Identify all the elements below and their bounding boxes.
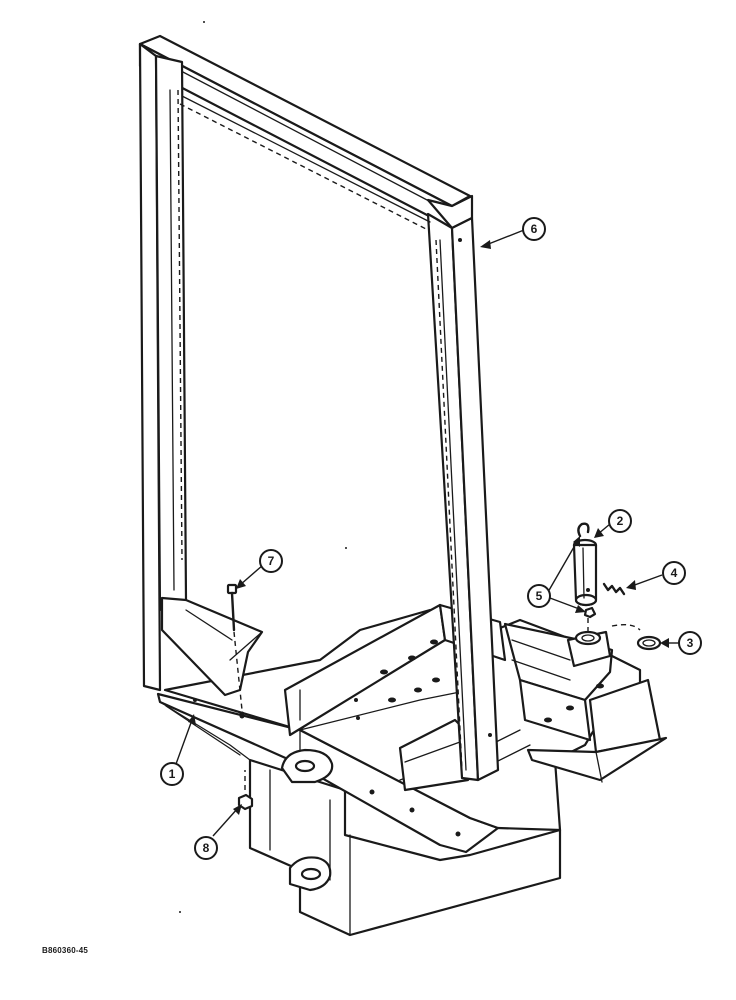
spring-4 xyxy=(602,582,626,596)
callout-label: 4 xyxy=(671,566,678,580)
callout-5: 5 xyxy=(527,584,551,608)
callout-7: 7 xyxy=(259,549,283,573)
callout-3: 3 xyxy=(678,631,702,655)
callout-label: 6 xyxy=(531,222,538,236)
callout-1: 1 xyxy=(160,762,184,786)
callout-label: 5 xyxy=(536,589,543,603)
callout-label: 7 xyxy=(268,554,275,568)
callout-label: 8 xyxy=(203,841,210,855)
rops-frame xyxy=(138,34,500,782)
callout-6: 6 xyxy=(522,217,546,241)
callout-8: 8 xyxy=(194,836,218,860)
bolt-7 xyxy=(226,583,245,717)
callout-label: 2 xyxy=(617,514,624,528)
callout-label: 1 xyxy=(169,767,176,781)
pivot-pin-2 xyxy=(572,538,598,607)
pivot-boss xyxy=(566,623,641,668)
ring-3 xyxy=(636,635,662,651)
leader-lines xyxy=(175,229,680,837)
callout-2: 2 xyxy=(608,509,632,533)
lynch-pin-5 xyxy=(577,522,597,632)
callout-label: 3 xyxy=(687,636,694,650)
callout-4: 4 xyxy=(662,561,686,585)
figure-code: B860360-45 xyxy=(42,946,89,955)
nut-8 xyxy=(237,770,254,811)
